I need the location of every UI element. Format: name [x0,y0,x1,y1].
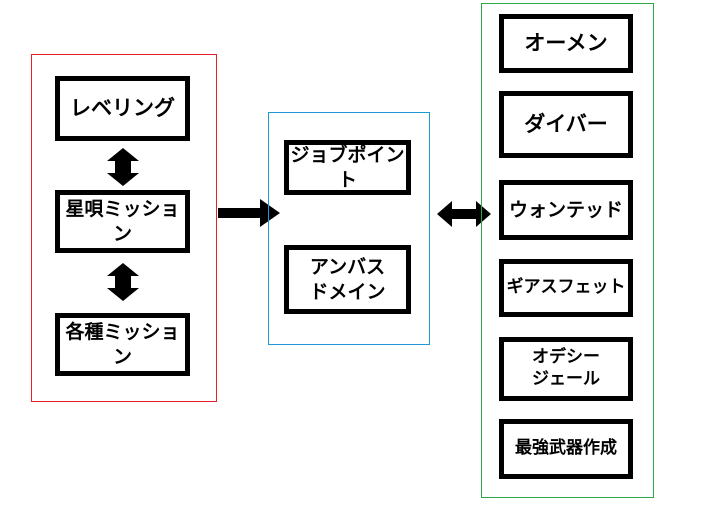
node-wanted[interactable]: ウォンテッド [499,180,633,240]
node-ambuscade-domain[interactable]: アンバス ドメイン [284,245,411,314]
node-leveling-label: レベリング [70,96,175,121]
arrow-left-to-middle [218,199,280,227]
node-ambuscade-domain-label: アンバス ドメイン [309,256,386,303]
arrow-middle-to-right [437,199,491,229]
node-odyssey-gaol-label: オデシー ジェール [532,347,600,389]
node-omen[interactable]: オーメン [499,14,633,73]
arrow-leveling-to-hoshiuta [105,148,141,186]
node-ultimate-weapon[interactable]: 最強武器作成 [499,419,633,479]
arrow-hoshiuta-to-various [105,263,141,301]
node-job-point-label: ジョブポイント [290,144,405,191]
middle-group-frame [268,112,430,345]
node-wanted-label: ウォンテッド [508,198,623,221]
node-odyssey-gaol[interactable]: オデシー ジェール [499,337,633,401]
node-diver-label: ダイバー [524,112,608,137]
right-group-frame [481,3,654,498]
node-ultimate-weapon-label: 最強武器作成 [515,438,617,459]
node-leveling[interactable]: レベリング [55,76,190,141]
node-job-point[interactable]: ジョブポイント [284,140,411,195]
node-various-mission-label: 各種ミッション [65,321,180,368]
node-omen-label: オーメン [524,31,608,56]
node-hoshiuta-mission[interactable]: 星唄ミッション [55,190,190,253]
left-group-frame [31,54,217,402]
node-diver[interactable]: ダイバー [499,91,633,158]
node-various-mission[interactable]: 各種ミッション [55,313,190,376]
node-hoshiuta-mission-label: 星唄ミッション [65,198,180,245]
node-geas-fete[interactable]: ギアスフェット [499,259,633,317]
node-geas-fete-label: ギアスフェット [506,277,626,298]
